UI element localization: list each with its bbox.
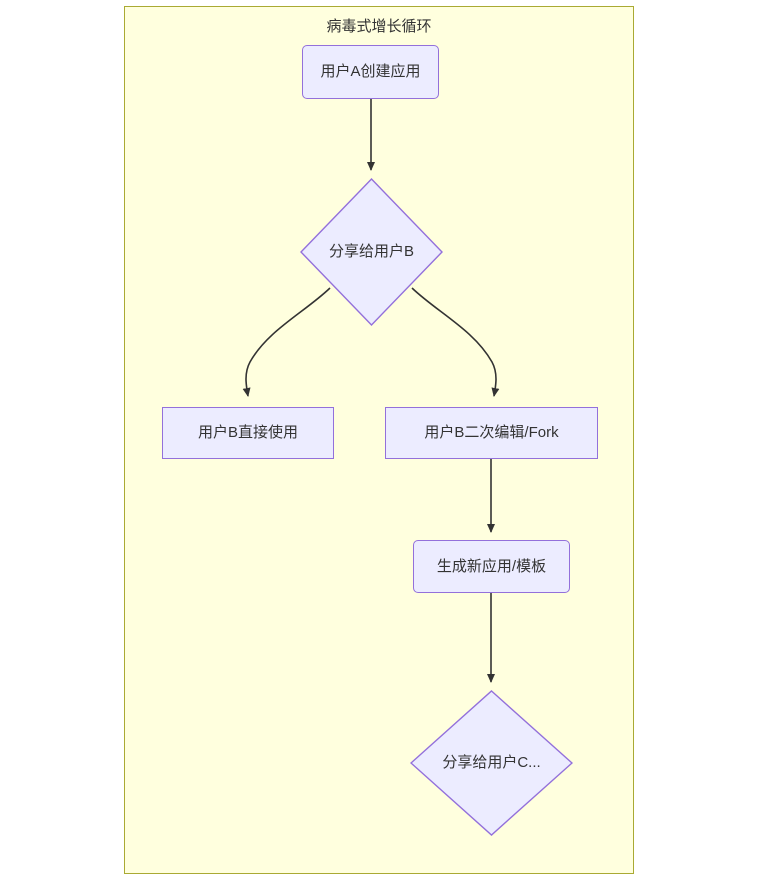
node-user-b-edit-fork[interactable]: 用户B二次编辑/Fork (385, 407, 598, 459)
node-label: 生成新应用/模板 (436, 557, 547, 575)
subgraph-title: 病毒式增长循环 (326, 18, 432, 35)
node-generate-new-app-template[interactable]: 生成新应用/模板 (413, 540, 570, 593)
node-label: 用户B直接使用 (197, 424, 298, 441)
node-label: 用户A创建应用 (320, 63, 421, 80)
node-user-a-creates-app[interactable]: 用户A创建应用 (302, 45, 439, 99)
diamond-shape-icon (410, 690, 573, 836)
node-label: 分享给用户B (328, 243, 414, 260)
node-user-b-direct-use[interactable]: 用户B直接使用 (162, 407, 334, 459)
node-share-to-user-c[interactable]: 分享给用户C... (410, 690, 573, 836)
node-label: 用户B二次编辑/Fork (424, 424, 559, 441)
node-label: 分享给用户C... (442, 754, 541, 771)
diamond-shape-icon (300, 178, 443, 326)
node-share-to-user-b[interactable]: 分享给用户B (300, 178, 443, 326)
